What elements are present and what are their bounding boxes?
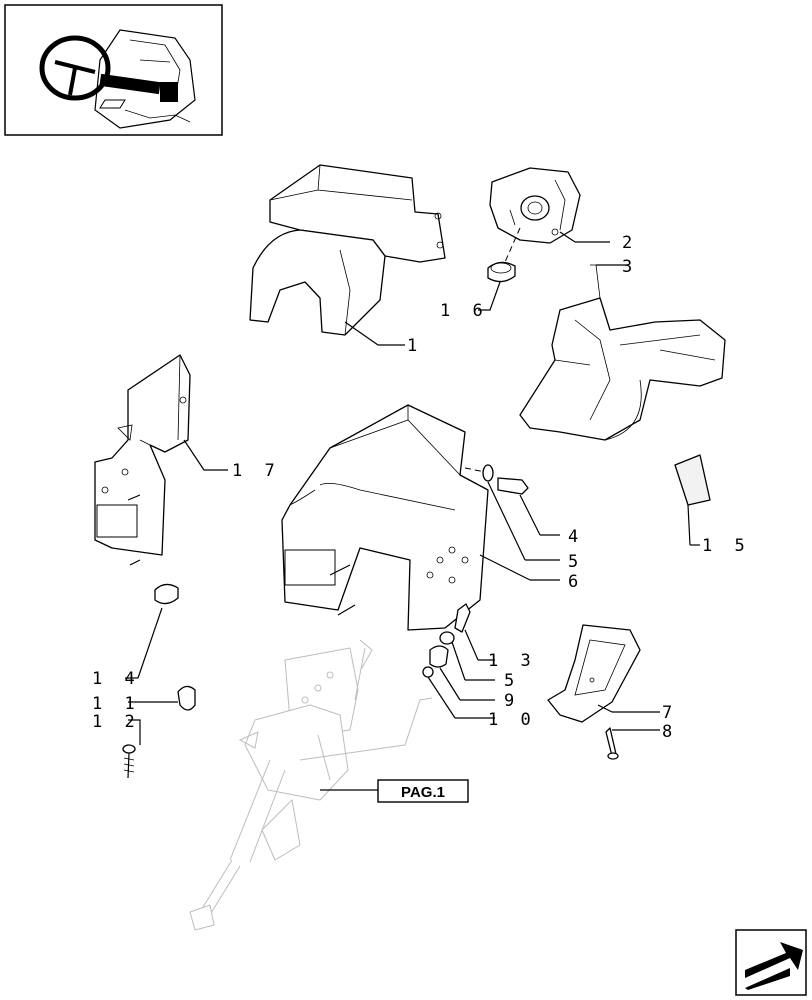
callout-17: 1 7 [232, 461, 281, 481]
callout-3: 3 [622, 257, 638, 277]
part-16-bushing [478, 261, 516, 311]
part-14-spacer [125, 583, 179, 679]
next-page-arrow-icon[interactable] [735, 929, 807, 996]
part-5-washer [482, 464, 560, 561]
part-2-bracket [489, 167, 610, 263]
callout-9: 9 [504, 691, 520, 711]
part-9-bushing [429, 645, 495, 701]
part-3-lower-shroud [519, 264, 726, 441]
callout-16: 1 6 [440, 301, 489, 321]
callout-2: 2 [622, 233, 638, 253]
part-1-upper-cover [249, 164, 446, 346]
reference-label: PAG.1 [401, 784, 445, 801]
callout-13: 1 3 [488, 651, 537, 671]
callout-14: 1 4 [92, 669, 141, 689]
callout-10: 1 0 [488, 710, 537, 730]
part-8-screw [605, 727, 660, 760]
part-7-tray [547, 624, 660, 723]
part-15-pad [674, 454, 711, 546]
callout-12: 1 2 [92, 712, 141, 732]
location-thumbnail [4, 4, 223, 136]
steering-column-reference [189, 639, 433, 931]
reference-box: PAG.1 [377, 779, 469, 803]
callout-8: 8 [662, 722, 678, 742]
part-4-bolt [464, 467, 560, 536]
part-6-column-housing [281, 404, 560, 631]
callout-5-upper: 5 [568, 552, 584, 572]
callout-1: 1 [407, 336, 423, 356]
callout-15: 1 5 [702, 536, 751, 556]
part-17-side-bracket [94, 354, 228, 566]
part-12-screw [122, 719, 141, 779]
callout-5-lower: 5 [504, 671, 520, 691]
part-11-clip [128, 685, 196, 711]
callout-11: 1 1 [92, 694, 141, 714]
part-5-washer-lower [439, 631, 495, 681]
callout-4: 4 [568, 527, 584, 547]
callout-labels: 1 2 3 4 5 6 7 8 9 1 0 1 1 1 2 1 3 5 1 4 … [92, 233, 751, 742]
part-13-bolt [454, 603, 495, 661]
steering-wheel-location-icon [39, 29, 196, 129]
callout-7: 7 [662, 703, 678, 723]
part-10-nut [422, 666, 495, 719]
callout-6: 6 [568, 572, 584, 592]
